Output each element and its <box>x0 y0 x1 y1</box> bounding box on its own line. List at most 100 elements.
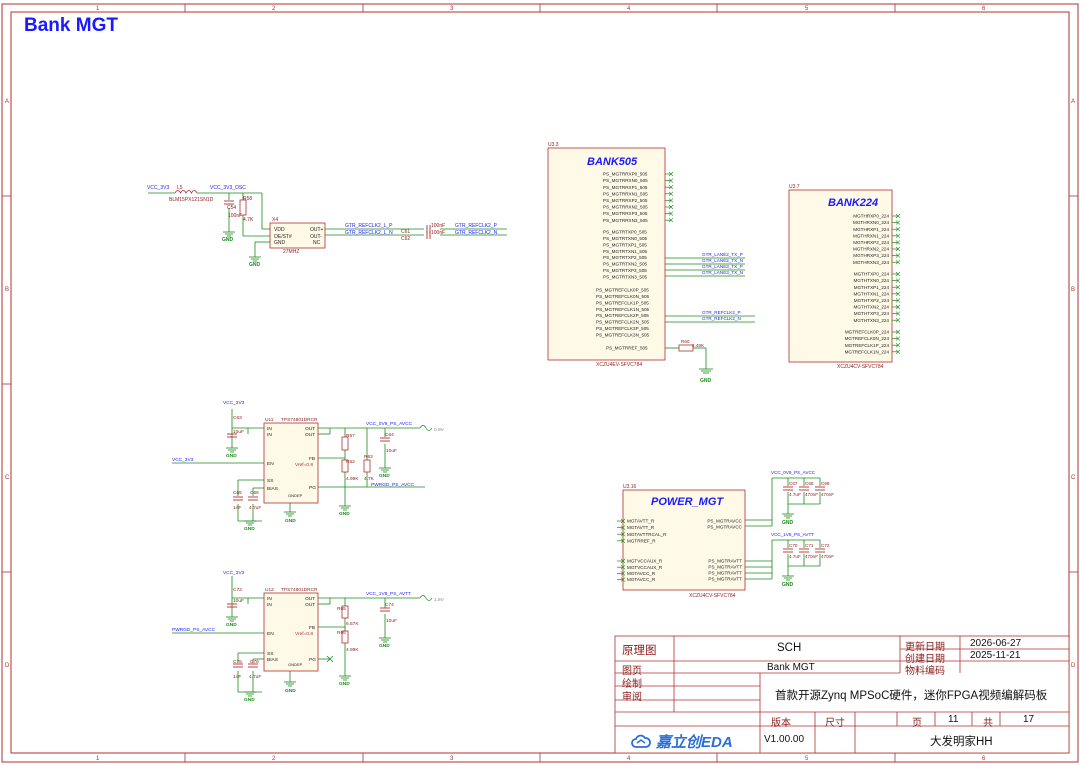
test-point-symbol <box>419 595 433 601</box>
pin-name: MGTHRXP0_224 <box>853 214 889 219</box>
no-connect-mark <box>620 531 626 537</box>
pin-name: EN <box>267 461 274 467</box>
pin-name: OUT <box>305 426 315 432</box>
pin-name: PS_MGTRRXN1_505 <box>603 191 648 196</box>
part-value: 4.7K <box>364 476 375 482</box>
pin-name: OE/ST# <box>274 234 292 240</box>
title-block-grid <box>614 635 1070 754</box>
part-value: 10uF <box>233 598 244 604</box>
bank224-symbol: U3.7 BANK224 MGTHRXP0_224MGTHRXN0_224MGT… <box>788 184 901 370</box>
no-connect-mark <box>895 240 901 245</box>
author-name: 大发明家HH <box>930 736 993 748</box>
part-value: 100nF <box>431 223 445 229</box>
gnd-label: GND <box>285 688 296 694</box>
pin-name: PS_MGTRTXP0_505 <box>603 230 647 235</box>
pin-name: PS_MGTREFCLK2N_505 <box>596 320 650 325</box>
pin-name: PS_MGTRRXN0_505 <box>603 178 648 183</box>
no-connect-mark <box>668 198 674 203</box>
capacitor-symbol <box>426 225 431 239</box>
pin-name: PS_MGTRREF_505 <box>606 346 648 351</box>
pin-name: MGTAVTT_R <box>627 525 655 530</box>
capacitor-symbol <box>783 486 825 553</box>
no-connect-mark <box>326 655 334 663</box>
part-ref: C66 <box>250 490 259 496</box>
pin-name: PS_MGTREFCLK1P_505 <box>596 300 649 305</box>
pin-name: MGTHRXN0_224 <box>853 220 889 225</box>
pin-name: PS_MGTRRXN3_505 <box>603 218 648 223</box>
col-label: 4 <box>627 756 631 762</box>
pin-name: MGTHTXP0_224 <box>854 272 890 277</box>
gnd-label: GND <box>222 237 234 243</box>
part-ref: C76 <box>250 659 259 665</box>
pin-name: MGTAVTT_R <box>627 519 655 524</box>
part-value: XCZU4CV-SFVC784 <box>689 593 736 599</box>
no-connect-mark <box>668 191 674 197</box>
pin-name: PS_MGTREFCLK2P_505 <box>596 313 649 318</box>
no-connect-mark <box>620 571 626 576</box>
no-connect-mark <box>895 304 901 310</box>
col-label: 4 <box>627 6 631 12</box>
pin-name: MGTREFCLK0P_224 <box>845 330 890 335</box>
pin-name: MGTHTXN3_224 <box>854 318 890 323</box>
net-label: VCC_3V3 <box>223 570 245 576</box>
project-name: 首款开源Zynq MPSoC硬件，迷你FPGA视频编解码板 <box>775 690 1048 702</box>
no-connect-mark <box>668 204 674 210</box>
brand-logo: 嘉立创EDA <box>630 731 733 752</box>
zone-labels: 1 2 3 4 5 6 1 2 3 4 5 6 A B C D A B C D <box>5 6 1076 762</box>
part-value: 10uF <box>233 429 244 435</box>
pin-name: PG <box>309 657 316 663</box>
no-connect-mark <box>895 233 901 239</box>
pin-name: EP <box>297 662 303 667</box>
no-connect-mark <box>895 342 901 348</box>
label-reviewed-by: 审阅 <box>622 692 642 703</box>
label-page: 图页 <box>622 666 642 677</box>
no-connect-mark <box>895 298 901 303</box>
part-value: 4.99K <box>346 647 359 653</box>
part-value: 6.57K <box>346 621 359 627</box>
part-value: 100nF <box>431 230 445 236</box>
gnd-label: GND <box>379 643 390 649</box>
part-ref: U11 <box>265 417 274 423</box>
pin-name: PS_MGTRTXP1_505 <box>603 242 647 247</box>
power-mgt-symbol: U3.16 POWER_MGT MGTAVTT_RMGTAVTT_RMGTAVT… <box>617 470 834 599</box>
pin-name: MGTHRXN2_224 <box>853 247 889 252</box>
pin-name: OUT- <box>310 234 322 240</box>
part-ref: L5 <box>177 185 183 191</box>
no-connect-mark <box>895 259 901 265</box>
pin-name: BIAS <box>267 486 278 492</box>
pin-name: PS_MGTRTXN1_505 <box>603 249 648 254</box>
no-connect-mark <box>620 538 626 544</box>
net-label: GTR_REFCLK2_L_N <box>345 230 393 236</box>
pin-name: MGTHRXN3_224 <box>853 260 889 265</box>
gnd-label: GND <box>244 526 255 532</box>
annotation: 1.8V <box>434 597 445 603</box>
pin-name: VDD <box>274 227 285 233</box>
pin-name: MGTREFCLK1P_224 <box>845 343 890 348</box>
value-create-date: 2025-11-21 <box>970 650 1021 661</box>
resistor-symbol <box>363 459 371 473</box>
pin-name: PS_MGTRTXN0_505 <box>603 236 648 241</box>
pin-name: FB <box>309 625 315 631</box>
part-value: 100nF <box>228 213 242 219</box>
gnd-label: GND <box>226 453 237 459</box>
no-connect-mark <box>895 317 901 323</box>
pin-name: PS_MGTRRXP0_505 <box>603 172 648 177</box>
row-label: A <box>1071 99 1075 105</box>
annotation: 0.9V <box>434 427 445 433</box>
pin-name: MGTAVCC_R <box>627 577 656 582</box>
pin-name: PS_MGTRTXP2_505 <box>603 255 647 260</box>
pin-name: OUT+ <box>310 227 324 233</box>
pin-name: PG <box>309 485 316 491</box>
part-value: 2.49K <box>692 343 705 348</box>
gnd-label: GND <box>339 681 350 687</box>
ground-symbol <box>226 616 391 697</box>
row-label: B <box>5 287 9 293</box>
label-material-code: 物料编码 <box>905 666 945 677</box>
pin-name: EN <box>267 631 274 637</box>
col-label: 3 <box>450 6 454 12</box>
part-ref: C63 <box>233 415 242 421</box>
no-connect-mark <box>895 253 901 258</box>
annotation: Vref=0.8 <box>295 631 313 637</box>
gnd-label: GND <box>782 520 794 526</box>
